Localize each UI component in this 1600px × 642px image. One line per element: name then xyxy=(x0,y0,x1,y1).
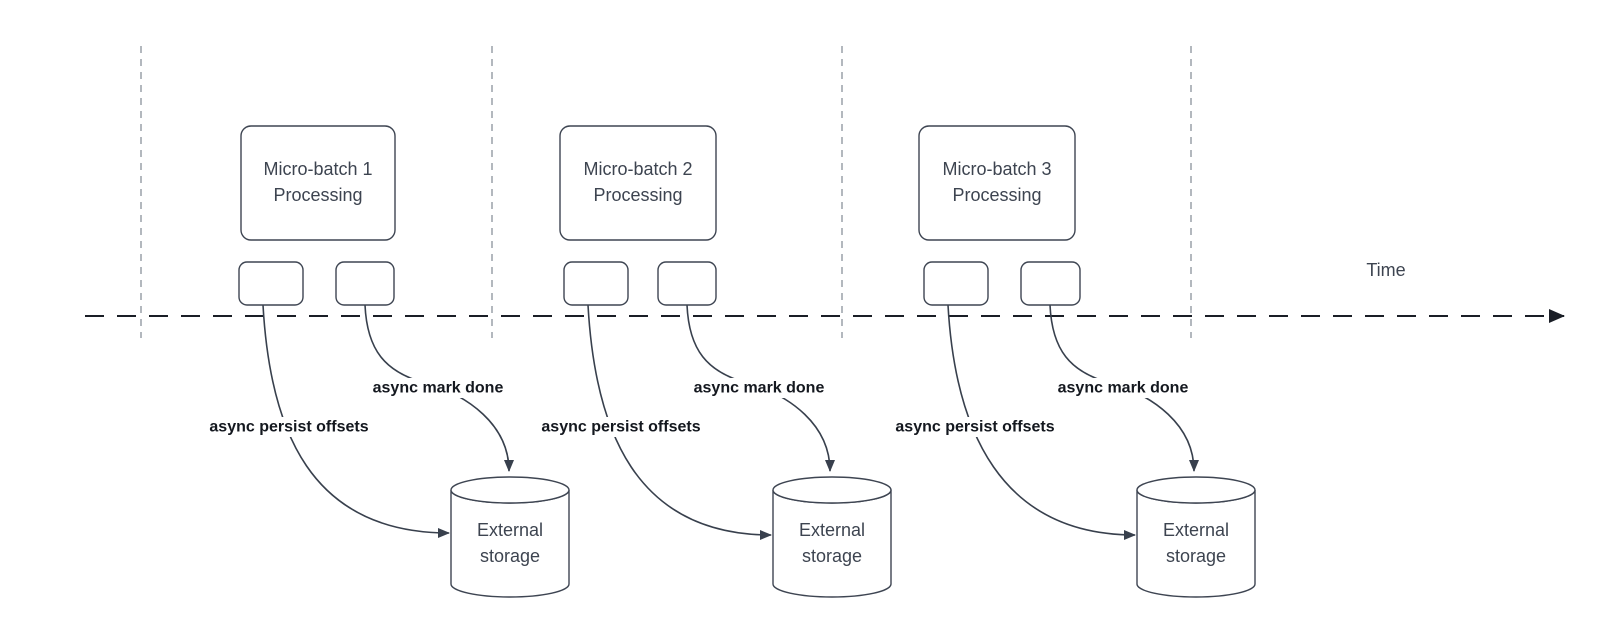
processing-box-title-line1: Micro-batch 3 xyxy=(942,159,1051,179)
persist-offsets-label: async persist offsets xyxy=(541,419,700,436)
processing-box xyxy=(559,125,717,241)
persist-offsets-arrow xyxy=(587,304,772,540)
mark-done-box xyxy=(335,261,395,306)
mark-done-label: async mark done xyxy=(1058,380,1189,397)
time-axis-label: Time xyxy=(1366,260,1405,280)
external-storage-cylinder-top xyxy=(1136,476,1256,504)
processing-box xyxy=(240,125,396,241)
mark-done-label-bg xyxy=(684,378,834,398)
offset-commit-box xyxy=(238,261,304,306)
mark-done-box xyxy=(657,261,717,306)
offset-commit-box xyxy=(563,261,629,306)
persist-offsets-arrow xyxy=(947,304,1136,540)
processing-box-title-line2: Processing xyxy=(952,185,1041,205)
offset-commit-box xyxy=(923,261,989,306)
external-storage-cylinder-top xyxy=(450,476,570,504)
external-storage-label-line2: storage xyxy=(480,546,540,566)
persist-offsets-label-bg xyxy=(884,417,1066,437)
processing-box-title-line2: Processing xyxy=(273,185,362,205)
external-storage-label-line1: External xyxy=(799,520,865,540)
persist-offsets-arrow xyxy=(262,304,450,538)
mark-done-label: async mark done xyxy=(694,380,825,397)
processing-box-title-line1: Micro-batch 2 xyxy=(583,159,692,179)
processing-box-title-line1: Micro-batch 1 xyxy=(263,159,372,179)
external-storage-cylinder-body xyxy=(772,489,892,598)
external-storage-label-line2: storage xyxy=(1166,546,1226,566)
mark-done-label-bg xyxy=(363,378,513,398)
external-storage-cylinder-body xyxy=(450,489,570,598)
processing-box xyxy=(918,125,1076,241)
mark-done-label: async mark done xyxy=(373,380,504,397)
mark-done-box xyxy=(1020,261,1081,306)
persist-offsets-label-bg xyxy=(530,417,712,437)
external-storage-label-line1: External xyxy=(477,520,543,540)
persist-offsets-label: async persist offsets xyxy=(895,419,1054,436)
external-storage-label-line2: storage xyxy=(802,546,862,566)
mark-done-label-bg xyxy=(1048,378,1198,398)
processing-box-title-line2: Processing xyxy=(593,185,682,205)
external-storage-label-line1: External xyxy=(1163,520,1229,540)
external-storage-cylinder-top xyxy=(772,476,892,504)
external-storage-cylinder-body xyxy=(1136,489,1256,598)
persist-offsets-label-bg xyxy=(198,417,380,437)
persist-offsets-label: async persist offsets xyxy=(209,419,368,436)
